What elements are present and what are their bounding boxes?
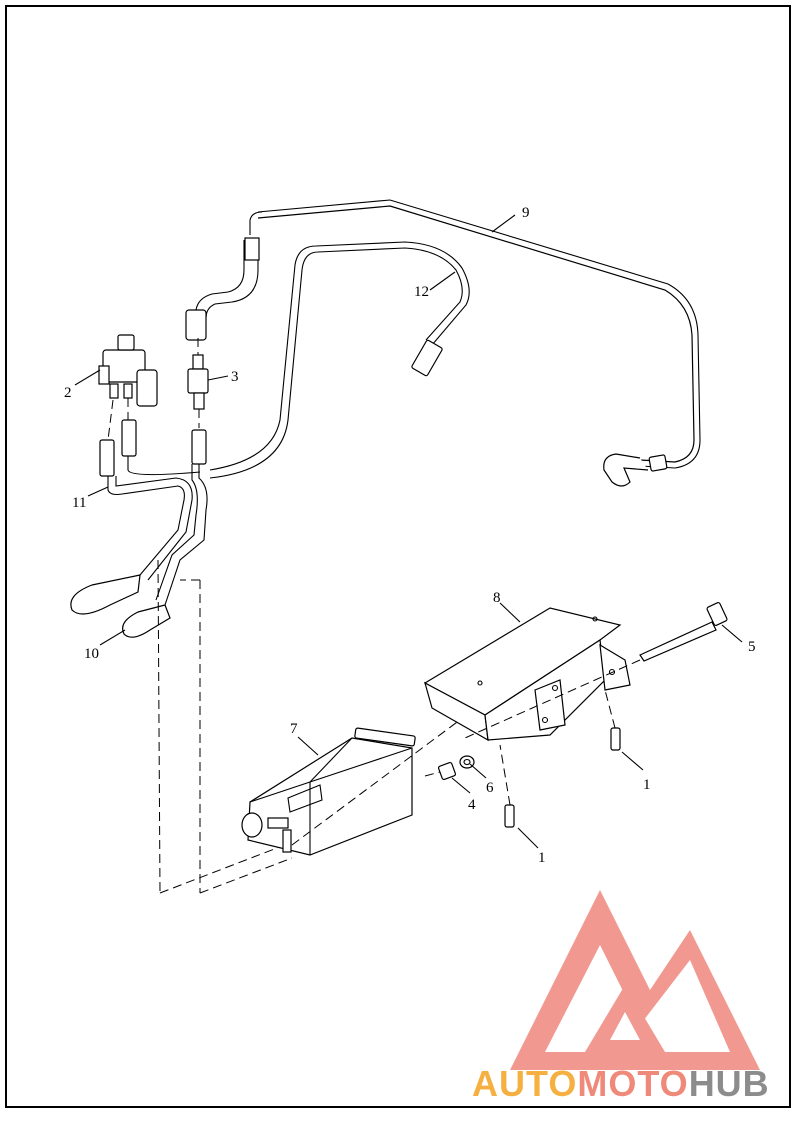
callout-11: 11 — [72, 495, 86, 511]
callout-12: 12 — [414, 284, 429, 300]
callout-1-lower: 1 — [538, 850, 546, 866]
callout-6: 6 — [486, 780, 494, 796]
callout-3: 3 — [231, 369, 239, 385]
tube-12 — [209, 241, 470, 479]
callout-9: 9 — [522, 205, 530, 221]
tube-9 — [185, 199, 701, 487]
watermark-logo — [510, 890, 760, 1070]
leader-lines — [74, 214, 743, 849]
watermark-auto: AUTO — [472, 1063, 577, 1104]
callout-10: 10 — [84, 646, 99, 662]
nut-washer — [424, 755, 475, 781]
callout-1-upper: 1 — [643, 777, 651, 793]
callout-5: 5 — [748, 639, 756, 655]
tube-10-11 — [70, 398, 208, 638]
diagram-frame — [5, 5, 791, 1108]
callout-8: 8 — [493, 590, 501, 606]
watermark-hub: HUB — [689, 1063, 770, 1104]
callout-7: 7 — [290, 721, 298, 737]
callout-4: 4 — [468, 797, 476, 813]
charcoal-canister — [241, 727, 416, 856]
bracket-bolt — [464, 602, 728, 739]
assembly-guides — [157, 559, 293, 894]
canister-bracket — [423, 607, 631, 742]
canister-guide — [291, 704, 481, 846]
check-valve-fitting — [187, 338, 209, 428]
vent-valve — [98, 334, 158, 407]
callout-2: 2 — [64, 385, 72, 401]
watermark-moto: MOTO — [577, 1063, 688, 1104]
screws — [499, 689, 621, 828]
watermark-text: AUTOMOTOHUB — [472, 1063, 770, 1104]
svg-text:AUTOMOTOHUB: AUTOMOTOHUB — [472, 1063, 770, 1104]
